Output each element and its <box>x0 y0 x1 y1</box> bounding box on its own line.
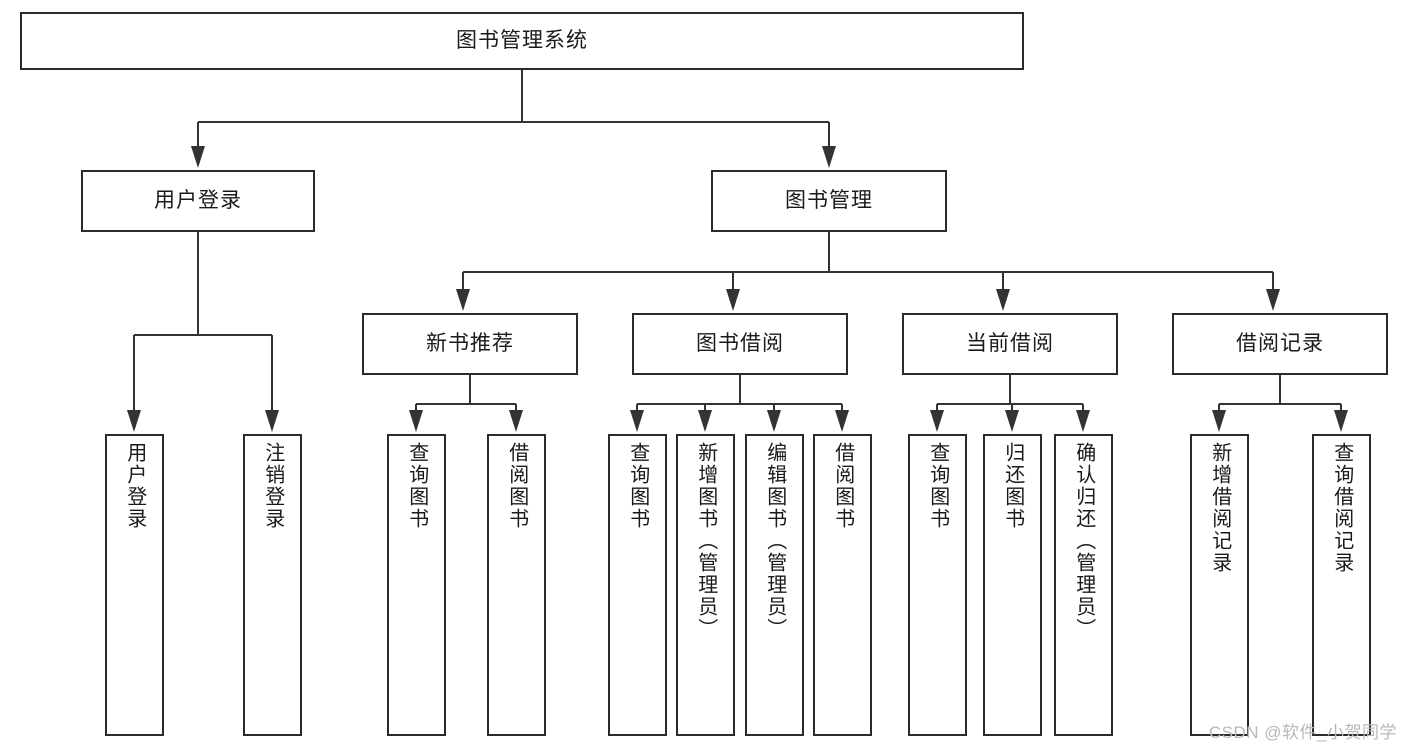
arrowhead-icon <box>456 289 470 311</box>
node-label: 注销登录 <box>261 442 284 530</box>
arrowhead-icon <box>630 410 644 432</box>
node-label: 借阅记录 <box>1236 332 1324 356</box>
node-current-borrow[interactable]: 当前借阅 <box>902 313 1118 375</box>
arrowhead-icon <box>1005 410 1019 432</box>
node-leaf-add-book-admin[interactable]: 新增图书（管理员） <box>676 434 735 736</box>
arrowhead-icon <box>822 146 836 168</box>
node-label: 查询图书 <box>926 442 949 530</box>
arrowhead-icon <box>1266 289 1280 311</box>
node-label: 新增图书（管理员） <box>694 442 717 640</box>
node-label: 新书推荐 <box>426 332 514 356</box>
node-leaf-logout[interactable]: 注销登录 <box>243 434 302 736</box>
arrowhead-icon <box>726 289 740 311</box>
node-root[interactable]: 图书管理系统 <box>20 12 1024 70</box>
node-label: 新增借阅记录 <box>1208 442 1231 574</box>
node-user-login[interactable]: 用户登录 <box>81 170 315 232</box>
arrowhead-icon <box>698 410 712 432</box>
arrowhead-icon <box>835 410 849 432</box>
node-book-borrow[interactable]: 图书借阅 <box>632 313 848 375</box>
node-label: 查询借阅记录 <box>1330 442 1353 574</box>
arrowhead-icon <box>1334 410 1348 432</box>
node-new-book-recommend[interactable]: 新书推荐 <box>362 313 578 375</box>
node-label: 图书借阅 <box>696 332 784 356</box>
node-label: 图书管理系统 <box>456 29 588 53</box>
node-label: 借阅图书 <box>505 442 528 530</box>
arrowhead-icon <box>409 410 423 432</box>
node-book-manage[interactable]: 图书管理 <box>711 170 947 232</box>
arrowhead-icon <box>191 146 205 168</box>
arrowhead-icon <box>509 410 523 432</box>
arrowhead-icon <box>767 410 781 432</box>
arrowhead-icon <box>996 289 1010 311</box>
node-leaf-query-book-cur[interactable]: 查询图书 <box>908 434 967 736</box>
node-leaf-query-record[interactable]: 查询借阅记录 <box>1312 434 1371 736</box>
arrowhead-icon <box>265 410 279 432</box>
node-leaf-query-book-bor[interactable]: 查询图书 <box>608 434 667 736</box>
node-label: 图书管理 <box>785 189 873 213</box>
node-leaf-borrow-book-bor[interactable]: 借阅图书 <box>813 434 872 736</box>
node-label: 归还图书 <box>1001 442 1024 530</box>
arrowhead-icon <box>127 410 141 432</box>
node-leaf-borrow-book-rec[interactable]: 借阅图书 <box>487 434 546 736</box>
node-borrow-record[interactable]: 借阅记录 <box>1172 313 1388 375</box>
node-label: 用户登录 <box>123 442 146 530</box>
node-label: 借阅图书 <box>831 442 854 530</box>
node-leaf-query-book-rec[interactable]: 查询图书 <box>387 434 446 736</box>
node-leaf-confirm-return-admin[interactable]: 确认归还（管理员） <box>1054 434 1113 736</box>
node-label: 编辑图书（管理员） <box>763 442 786 640</box>
arrowhead-icon <box>1212 410 1226 432</box>
arrowhead-icon <box>930 410 944 432</box>
node-leaf-edit-book-admin[interactable]: 编辑图书（管理员） <box>745 434 804 736</box>
node-leaf-add-record[interactable]: 新增借阅记录 <box>1190 434 1249 736</box>
node-leaf-user-login[interactable]: 用户登录 <box>105 434 164 736</box>
node-label: 查询图书 <box>626 442 649 530</box>
node-leaf-return-book[interactable]: 归还图书 <box>983 434 1042 736</box>
node-label: 用户登录 <box>154 189 242 213</box>
node-label: 查询图书 <box>405 442 428 530</box>
arrowhead-icon <box>1076 410 1090 432</box>
node-label: 确认归还（管理员） <box>1072 442 1095 640</box>
node-label: 当前借阅 <box>966 332 1054 356</box>
